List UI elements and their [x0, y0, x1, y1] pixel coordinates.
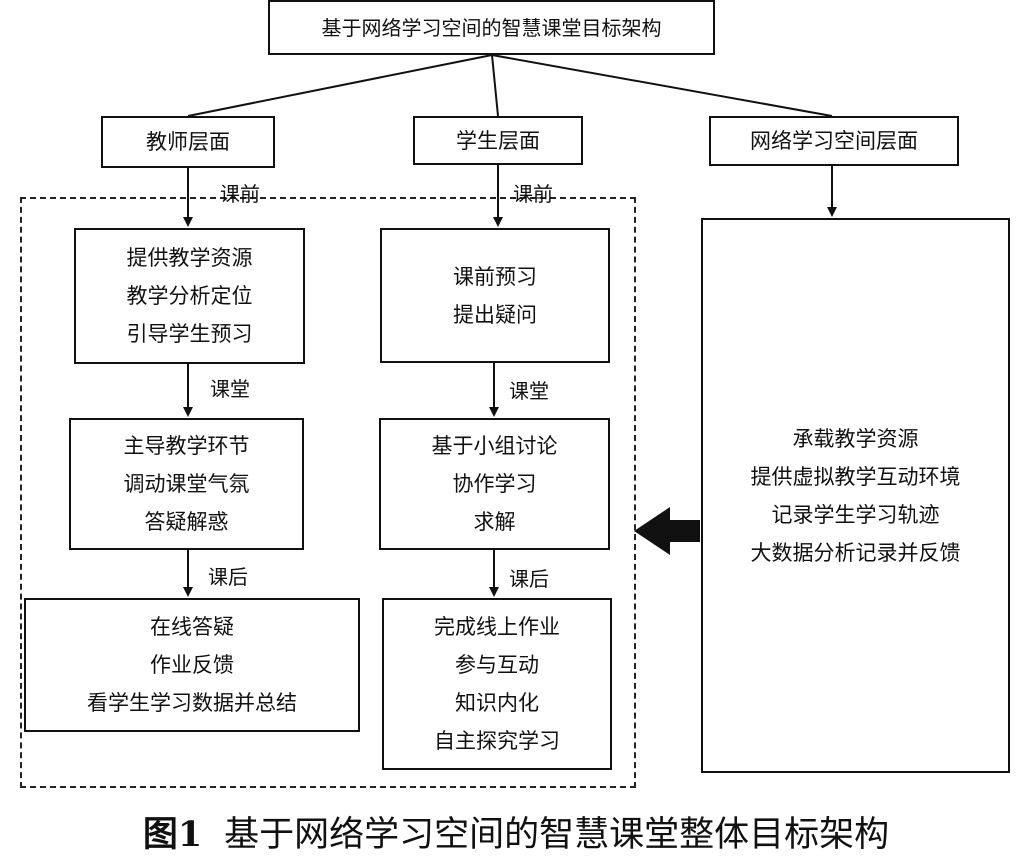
teacher-class-line-1: 主导教学环节 — [123, 434, 250, 458]
teacher-class-line-3: 答疑解惑 — [144, 510, 229, 534]
root-to-network-line — [491, 54, 833, 117]
teacher-after-box: 在线答疑 作业反馈 看学生学习数据并总结 — [24, 598, 360, 732]
student-after-box: 完成线上作业 参与互动 知识内化 自主探究学习 — [382, 598, 612, 770]
student-level-box: 学生层面 — [413, 116, 583, 165]
student-after-line-1: 完成线上作业 — [434, 615, 560, 639]
network-line-3: 记录学生学习轨迹 — [771, 502, 940, 527]
student-before-line-2: 提出疑问 — [453, 302, 537, 327]
root-to-student-line — [491, 54, 499, 117]
teacher-after-line-2: 作业反馈 — [150, 653, 234, 677]
figure-caption-text: 基于网络学习空间的智慧课堂整体目标架构 — [224, 815, 890, 855]
network-line-4: 大数据分析记录并反馈 — [750, 540, 961, 565]
student-before-box: 课前预习 提出疑问 — [380, 228, 610, 363]
network-level-label: 网络学习空间层面 — [750, 129, 918, 153]
block-arrow-left — [634, 507, 700, 555]
root-title: 基于网络学习空间的智慧课堂目标架构 — [321, 15, 662, 40]
student-before-label: 课前 — [513, 182, 553, 206]
teacher-level-label: 教师层面 — [146, 130, 230, 154]
network-line-2: 提供虚拟教学互动环境 — [750, 464, 961, 489]
teacher-before-line-2: 教学分析定位 — [126, 284, 253, 308]
teacher-before-box: 提供教学资源 教学分析定位 引导学生预习 — [74, 228, 305, 364]
student-class-line-2: 协作学习 — [452, 472, 537, 496]
teacher-class-box: 主导教学环节 调动课堂气氛 答疑解惑 — [69, 418, 304, 550]
teacher-after-label: 课后 — [208, 565, 248, 589]
classroom-dashed-region — [20, 197, 636, 788]
figure-number: 图1 — [142, 814, 203, 855]
student-after-label: 课后 — [509, 567, 549, 591]
student-class-box: 基于小组讨论 协作学习 求解 — [379, 418, 610, 550]
student-after-line-3: 知识内化 — [455, 691, 539, 715]
student-after-line-4: 自主探究学习 — [434, 729, 560, 753]
student-class-label: 课堂 — [509, 379, 549, 403]
root-box: 基于网络学习空间的智慧课堂目标架构 — [268, 0, 715, 55]
teacher-level-box: 教师层面 — [101, 116, 275, 168]
teacher-after-line-3: 看学生学习数据并总结 — [87, 691, 297, 715]
figure-caption: 图1 基于网络学习空间的智慧课堂整体目标架构 — [0, 806, 1032, 857]
student-class-line-3: 求解 — [473, 510, 516, 534]
teacher-before-line-3: 引导学生预习 — [126, 322, 253, 346]
network-level-box: 网络学习空间层面 — [709, 116, 959, 166]
teacher-before-line-1: 提供教学资源 — [126, 246, 253, 270]
teacher-after-line-1: 在线答疑 — [150, 615, 234, 639]
network-box: 承载教学资源 提供虚拟教学互动环境 记录学生学习轨迹 大数据分析记录并反馈 — [701, 218, 1010, 773]
student-level-label: 学生层面 — [456, 128, 540, 153]
teacher-class-line-2: 调动课堂气氛 — [123, 472, 250, 496]
student-class-line-1: 基于小组讨论 — [431, 434, 558, 458]
root-to-teacher-line — [187, 54, 493, 117]
teacher-before-label: 课前 — [220, 182, 260, 206]
student-before-line-1: 课前预习 — [453, 264, 537, 289]
teacher-class-label: 课堂 — [210, 377, 250, 401]
network-line-1: 承载教学资源 — [792, 426, 919, 451]
student-after-line-2: 参与互动 — [455, 653, 539, 677]
